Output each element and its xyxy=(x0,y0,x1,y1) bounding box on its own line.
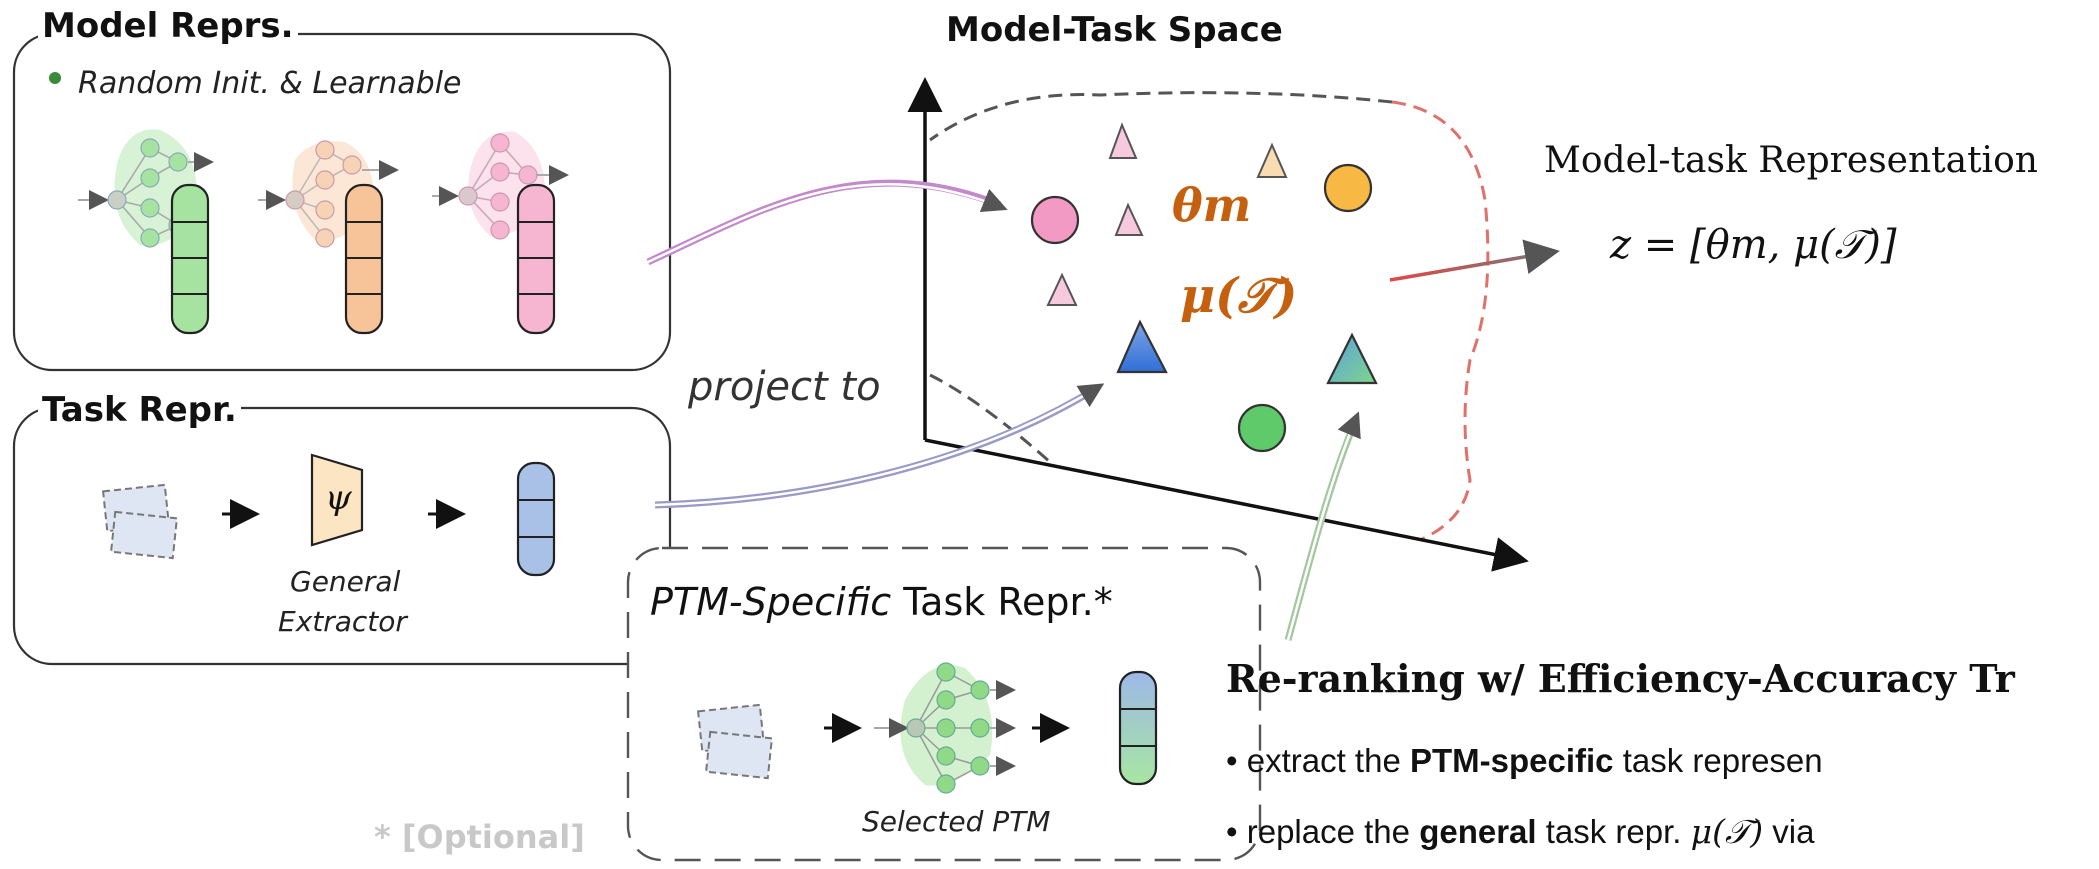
repr-formula: z = [θm, μ(𝒯)] xyxy=(1610,222,1897,268)
selected-ptm-label: Selected PTM xyxy=(862,805,1051,838)
task-repr-title: Task Repr. xyxy=(38,390,241,430)
mu-label: μ(𝒯) xyxy=(1180,268,1298,324)
ptm-box-title: PTM-Specific Task Repr.* xyxy=(648,580,1115,624)
bullet-dot-1: • xyxy=(1226,742,1247,779)
extractor-trapezoid-icon xyxy=(310,453,364,547)
model-reprs-title: Model Reprs. xyxy=(38,6,298,46)
space-title: Model-Task Space xyxy=(946,10,1283,50)
extractor-label-line2: Extractor xyxy=(278,605,407,638)
theta-label: θm xyxy=(1172,178,1252,232)
reranking-bullet-2: • replace the general task repr. μ(𝒯) vi… xyxy=(1226,812,1815,851)
extractor-label-line1: General xyxy=(290,565,401,598)
bullet-dot-2: • xyxy=(1226,813,1247,850)
data-cards-icon xyxy=(696,703,774,780)
neural-net-icon xyxy=(874,662,1016,794)
connector-task-to-space-arrow xyxy=(654,383,1105,507)
project-to-label: project to xyxy=(688,364,881,410)
repr-title: Model-task Representation xyxy=(1544,140,2038,181)
embedding-bar-orange xyxy=(344,183,384,335)
ptm-box-title-italic: PTM-Specific xyxy=(650,580,892,624)
space-boundary-red xyxy=(1391,100,1490,542)
task-repr-box xyxy=(12,406,672,666)
space-boundary-dark xyxy=(929,91,1393,142)
space-boundary-left xyxy=(929,373,1051,464)
reranking-title: Re-ranking w/ Efficiency-Accuracy Tr xyxy=(1226,656,2015,701)
axis-x xyxy=(924,438,1529,572)
ptm-box-title-rest: Task Repr.* xyxy=(903,580,1113,624)
model-reprs-bullet-text: Random Init. & Learnable xyxy=(78,66,462,101)
model-reprs-box xyxy=(12,32,672,372)
space-points xyxy=(1030,122,1378,453)
neural-net-icon xyxy=(78,129,214,248)
embedding-bar-green xyxy=(170,183,210,335)
output-arrow xyxy=(1389,239,1560,282)
optional-note: * [Optional] xyxy=(374,818,585,856)
connector-ptm-to-space-arrow xyxy=(1286,411,1361,641)
embedding-bar-blue xyxy=(516,461,556,577)
bullet-dot xyxy=(49,72,61,84)
data-cards-icon xyxy=(101,483,179,560)
neural-net-icon xyxy=(258,140,399,248)
extractor-symbol: ψ xyxy=(325,478,352,518)
embedding-bar-gradient xyxy=(1118,670,1158,786)
reranking-bullet-1: • extract the PTM-specific task represen xyxy=(1226,742,1823,779)
embedding-bar-pink xyxy=(516,183,556,335)
connector-model-to-space-arrow xyxy=(647,183,1008,264)
